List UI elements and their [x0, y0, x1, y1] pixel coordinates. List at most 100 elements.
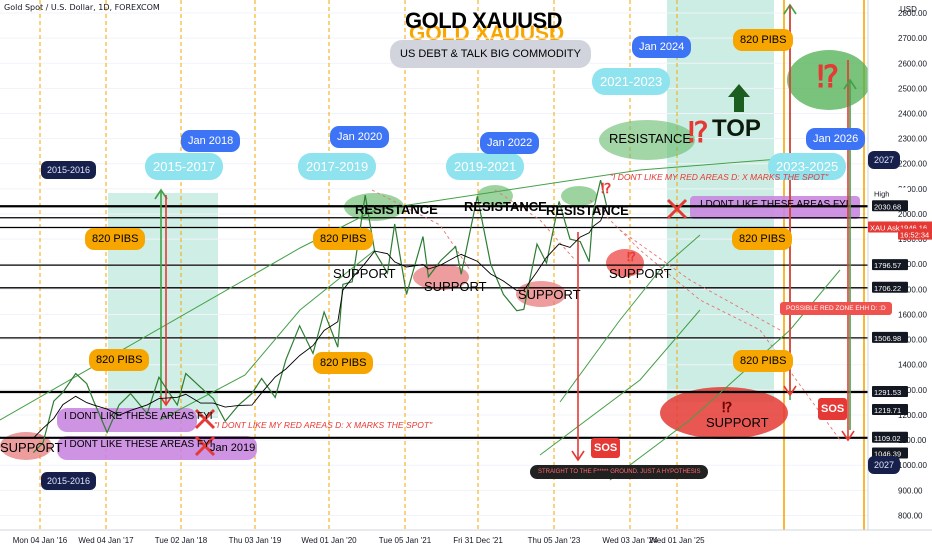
down-arrow: [783, 385, 797, 397]
support-label: SUPPORT: [0, 440, 63, 455]
pibs-label: 820 PIBS: [89, 349, 150, 371]
dislike-areas-label: I DONT LIKE THESE AREAS FYI: [64, 411, 213, 422]
up-arrow: [154, 188, 168, 200]
trend-arrow: [559, 234, 701, 403]
moving-average-line: [33, 205, 608, 439]
zone-ellipse: [606, 249, 644, 277]
subtitle-pill: US DEBT & TALK BIG COMMODITY: [390, 40, 591, 68]
pibs-label: 820 PIBS: [313, 228, 374, 250]
price-tag-label: 1506.98: [874, 334, 901, 343]
time-tick-label: Wed 04 Jan '17: [78, 536, 134, 545]
top-label: TOP: [712, 115, 761, 142]
question-mark: ⁉: [627, 250, 636, 264]
price-tag: [872, 385, 908, 397]
time-tick-label: Thu 05 Jan '23: [528, 536, 581, 545]
year-label: Jan 2022: [480, 132, 540, 154]
price-tick-label: 2600.00: [898, 59, 927, 68]
cycle-label: 2017-2019: [298, 153, 377, 180]
price-tick-label: 1000.00: [898, 461, 927, 470]
question-mark: ⁉: [817, 61, 839, 94]
time-tick-label: Tue 05 Jan '21: [379, 536, 432, 545]
year-label: Jan 2024: [632, 36, 692, 58]
price-tag-label: 1946.16: [900, 224, 927, 233]
price-tag: [872, 331, 908, 343]
zone-ellipse: [0, 432, 52, 460]
purple-band: [690, 196, 860, 219]
cycle-label: 2023-2025: [768, 153, 847, 180]
support-label: SUPPORT: [609, 266, 672, 281]
year-label: Jan 2026: [806, 128, 866, 150]
time-tick-label: Fri 31 Dec '21: [453, 536, 503, 545]
trend-arrow: [619, 229, 781, 331]
chart-title: GOLD XAUUSD: [405, 8, 563, 33]
cycle-label: 2019-2021: [446, 153, 525, 180]
trend-arrow: [494, 189, 576, 261]
trend-arrow: [159, 249, 376, 421]
sos-badge: SOS: [818, 398, 848, 420]
time-tick-label: Mon 04 Jan '16: [13, 536, 68, 545]
red-areas-note: "I DONT LIKE MY RED AREAS D: X MARKS THE…: [214, 420, 433, 430]
sos-badge: SOS: [591, 438, 621, 458]
cycle-label: 2021-2023: [592, 68, 671, 95]
trend-arrow: [609, 269, 841, 481]
year-label: 2015-2016: [41, 161, 97, 179]
price-tick-label: 1800.00: [898, 260, 927, 269]
question-mark: ⁉: [722, 399, 733, 415]
symbol-header: Gold Spot / U.S. Dollar, 1D, FOREXCOM: [4, 3, 160, 12]
time-axis-bg: [0, 530, 932, 550]
price-tick-label: 2100.00: [898, 185, 927, 194]
support-label: SUPPORT: [333, 266, 396, 281]
price-tick-label: 2400.00: [898, 110, 927, 119]
pibs-label: 820 PIBS: [313, 352, 374, 374]
possible-red-zone-label: POSSIBLE RED ZONE EHH D: :D: [780, 302, 892, 315]
dislike-areas-label: I DONT LIKE THESE AREAS FYI: [700, 199, 849, 210]
price-tick-label: 2500.00: [898, 84, 927, 93]
price-tag-label: 16:52:34: [900, 231, 929, 240]
trend-arrow: [371, 189, 471, 271]
down-arrow: [841, 430, 855, 442]
x-mark: [194, 408, 216, 430]
price-tag-label: 1291.53: [874, 388, 901, 397]
price-tag-label: 1796.57: [874, 261, 901, 270]
zone-ellipse: [660, 387, 788, 439]
price-tag-label: 1109.02: [874, 434, 901, 443]
pibs-label: 820 PIBS: [732, 228, 793, 250]
price-tag-label: 1706.22: [874, 284, 901, 293]
resistance-label: RESISTANCE: [609, 131, 692, 146]
pibs-label: 820 PIBS: [85, 228, 146, 250]
price-tick-label: 1700.00: [898, 285, 927, 294]
price-tag-label: High: [874, 190, 889, 199]
price-tick-label: 2700.00: [898, 34, 927, 43]
price-tick-label: 2200.00: [898, 160, 927, 169]
year-label: 2027: [868, 456, 901, 474]
price-tag: [872, 447, 908, 459]
price-tick-label: 1200.00: [898, 411, 927, 420]
trend-arrow: [539, 309, 701, 456]
question-mark: ⁉: [601, 180, 612, 196]
cycle-label: 2015-2017: [145, 153, 224, 180]
down-arrow: [571, 450, 585, 462]
resistance-label: RESISTANCE: [546, 203, 629, 218]
price-tick-label: 1300.00: [898, 386, 927, 395]
time-tick-label: Tue 02 Jan '18: [155, 536, 208, 545]
trend-arrow: [0, 154, 831, 421]
price-tick-label: 900.00: [898, 486, 923, 495]
resistance-label: RESISTANCE: [464, 199, 547, 214]
price-tag: [872, 187, 908, 199]
price-tick-label: 1400.00: [898, 361, 927, 370]
zone-ellipse: [599, 120, 695, 160]
support-label: SUPPORT: [424, 279, 487, 294]
price-tick-label: 1100.00: [898, 436, 927, 445]
resistance-label: RESISTANCE: [355, 202, 438, 217]
price-tick-label: 2800.00: [898, 9, 927, 18]
time-tick-label: Wed 03 Jan '24: [602, 536, 658, 545]
price-tag-label: 1046.39: [874, 450, 901, 459]
price-tick-label: 1500.00: [898, 336, 927, 345]
price-line: [32, 179, 608, 454]
price-tag: [872, 404, 908, 416]
time-tick-label: Wed 01 Jan '20: [301, 536, 357, 545]
year-label: Jan 2018: [181, 130, 241, 152]
dislike-areas-label: I DONT LIKE THESE AREAS FYI: [64, 439, 213, 450]
time-tick-label: Thu 03 Jan '19: [229, 536, 282, 545]
